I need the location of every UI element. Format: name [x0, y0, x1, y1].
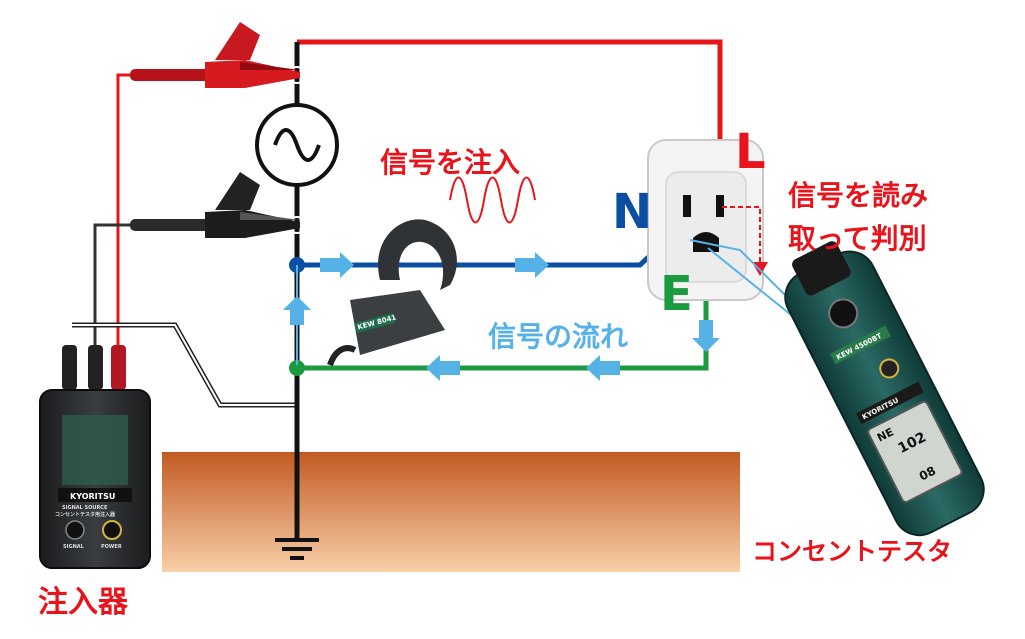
- signal-sine-wave: [449, 176, 536, 224]
- power-icon: [102, 520, 122, 540]
- terminal-e-label: E: [660, 266, 693, 322]
- clamp-meter: KEW 8041: [327, 219, 457, 367]
- injector-subtitle: コンセントテスタ用注入器: [55, 511, 116, 518]
- injector-brand: KYORITSU: [70, 492, 115, 501]
- injector-device: KYORITSU SIGNAL SOURCE コンセントテスタ用注入器 SIGN…: [39, 345, 151, 569]
- terminal-n-label: N: [612, 184, 652, 240]
- earth-ground-slab: [162, 452, 740, 572]
- injector-black-lead: [93, 223, 212, 350]
- injector-model-label: SIGNAL SOURCE: [62, 505, 108, 511]
- outlet-tester-label: コンセントテスタ: [752, 537, 952, 566]
- terminal-l-label: L: [735, 124, 766, 180]
- e-junction-dot: [289, 360, 305, 376]
- arrow-icon: [283, 252, 720, 381]
- read-signal-label-line2: 取って判別: [788, 222, 927, 255]
- tester-display-value2: 08: [917, 464, 938, 484]
- injector-power-label: POWER: [101, 544, 122, 550]
- tester-l-probe-path: [722, 206, 761, 268]
- wall-outlet: [647, 139, 764, 301]
- outlet-tester: KEW 4500BT KYORITSU NE 102 08: [784, 241, 985, 537]
- injector-signal-label: SIGNAL: [63, 544, 85, 550]
- tester-power-icon: [879, 358, 900, 379]
- signal-flow-label: 信号の流れ: [488, 320, 628, 353]
- injector-red-lead: [116, 73, 212, 350]
- injector-label: 注入器: [38, 585, 129, 620]
- read-signal-label-line1: 信号を読み: [788, 179, 928, 212]
- ground-symbol-icon: [275, 538, 319, 560]
- signal-icon: [65, 520, 85, 540]
- red-alligator-clip: [130, 22, 300, 88]
- inject-signal-label: 信号を注入: [380, 146, 520, 179]
- black-alligator-clip: [130, 172, 300, 238]
